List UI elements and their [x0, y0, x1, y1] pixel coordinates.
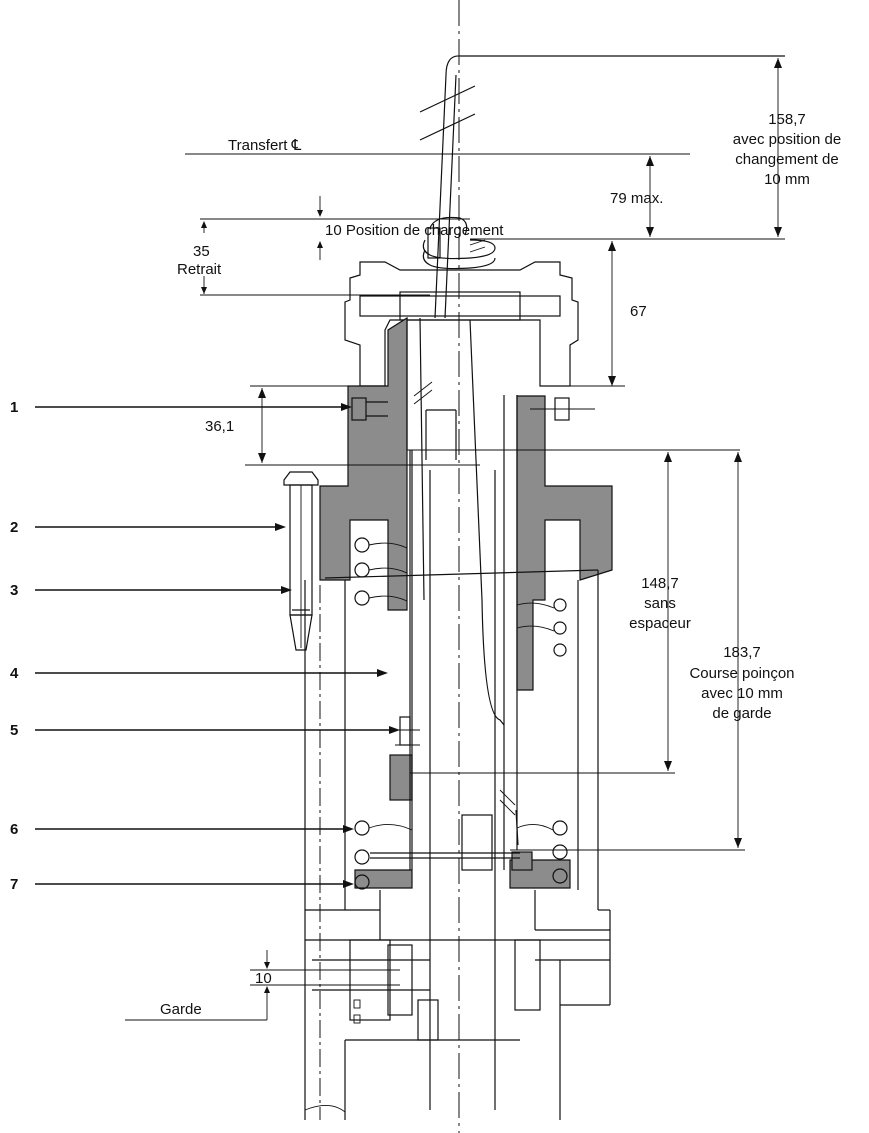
- body-outlines: [245, 317, 745, 1120]
- callout-3: 3: [10, 582, 18, 599]
- label-retrait: Retrait: [177, 261, 222, 278]
- callout-1: 1: [10, 399, 18, 416]
- lever-rod: [419, 55, 785, 319]
- spring-coils: [354, 537, 568, 890]
- label-158-l3: 10 mm: [764, 171, 810, 188]
- top-cap: [344, 216, 579, 387]
- label-transfert: Transfert ℄: [228, 137, 302, 154]
- label-garde-value: 10: [255, 970, 272, 987]
- label-183-l2: avec 10 mm: [701, 685, 783, 702]
- callout-7: 7: [10, 876, 18, 893]
- garde-dimension: [125, 950, 400, 1021]
- screw-1: [351, 397, 595, 421]
- label-183-l3: de garde: [712, 705, 771, 722]
- label-148-l1: sans: [644, 595, 676, 612]
- label-148-value: 148,7: [641, 575, 679, 592]
- right-dimensions: [664, 452, 742, 848]
- label-retrait-value: 35: [193, 243, 210, 260]
- callout-6: 6: [10, 821, 18, 838]
- bolt-2-3: [283, 471, 319, 651]
- label-158-value: 158,7: [768, 111, 806, 128]
- dimension-36: [250, 385, 350, 463]
- label-183-value: 183,7: [723, 644, 761, 661]
- label-36: 36,1: [205, 418, 234, 435]
- callout-5: 5: [10, 722, 18, 739]
- label-158-l1: avec position de: [733, 131, 841, 148]
- label-183-l1: Course poinçon: [689, 665, 794, 682]
- label-67: 67: [630, 303, 647, 320]
- top-dimensions: [185, 58, 785, 387]
- callout-2: 2: [10, 519, 18, 536]
- label-position-chargement: 10 Position de chargement: [325, 222, 504, 239]
- callout-4: 4: [10, 665, 19, 682]
- label-158-l2: changement de: [735, 151, 838, 168]
- punch-holder: [319, 316, 613, 889]
- callout-pointers: [35, 403, 400, 888]
- label-148-l2: espaceur: [629, 615, 691, 632]
- label-79: 79 max.: [610, 190, 663, 207]
- label-garde: Garde: [160, 1001, 202, 1018]
